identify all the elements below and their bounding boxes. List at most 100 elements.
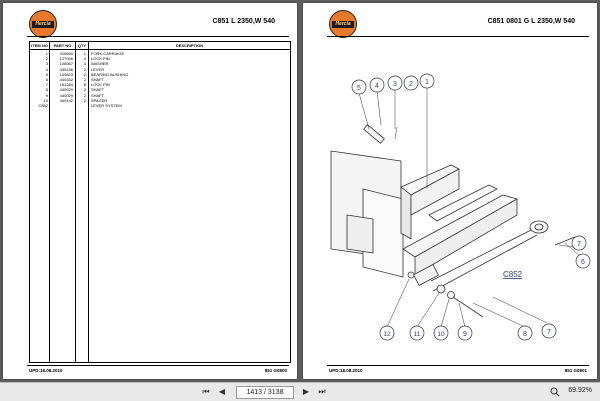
link-plate — [363, 124, 385, 144]
header-part-no: PART NO — [50, 42, 76, 49]
callout-5-label: 5 — [357, 85, 361, 92]
push-rod-upper — [430, 228, 534, 282]
page-number-input[interactable]: 1413 / 3138 — [236, 386, 294, 399]
cell-desc: LOCK PIN — [91, 82, 110, 88]
callout-6: 6 — [575, 253, 591, 269]
cell-qty: 4 — [83, 61, 86, 67]
cell-part: 440029 — [59, 92, 73, 98]
footer-date: UPD:18.08.2010 — [29, 368, 63, 373]
first-page-icon[interactable]: ⏮ — [202, 387, 210, 396]
cell-item: 10 — [43, 97, 48, 103]
callout-9-label: 9 — [463, 331, 467, 338]
callout-7a: 7 — [571, 235, 587, 251]
callout-8-label: 8 — [523, 331, 527, 338]
lock-pin — [407, 271, 415, 279]
zoom-icon[interactable] — [550, 387, 560, 397]
cell-desc: BEARING BUSHING — [91, 71, 129, 77]
footer-code: 851 G0800 — [264, 368, 287, 373]
lever-part — [413, 264, 439, 286]
cell-desc: SHAFT — [91, 92, 105, 98]
next-page-icon[interactable]: ▶ — [302, 387, 310, 396]
cell-desc: LEVER SYSTEM — [91, 102, 122, 108]
washer-part — [436, 284, 446, 294]
cell-desc: SHAFT — [91, 76, 105, 82]
fork-slot — [428, 184, 498, 222]
cell-item: 1 — [45, 51, 48, 56]
table-row: 9 440029 2 SHAFT — [30, 93, 290, 98]
cell-part: 440029 — [59, 87, 73, 93]
cell-qty: 2 — [83, 71, 86, 77]
cell-qty: 2 — [83, 66, 86, 72]
callout-4-label: 4 — [375, 83, 379, 90]
cell-item: 9 — [45, 92, 48, 98]
push-rod-lower — [432, 234, 538, 292]
cell-item: 6 — [45, 76, 48, 82]
roller-hub — [534, 223, 544, 231]
callout-7b: 7 — [541, 323, 557, 339]
brand-logo: Hercia — [29, 10, 57, 38]
callout-10: 10 — [433, 325, 449, 341]
page-left: Hercia C851 L 2350,W 540 ITEM NO PART NO… — [3, 3, 297, 379]
fork-right-face — [414, 198, 518, 276]
cell-item: 7 — [45, 82, 48, 88]
carriage-bracket — [346, 214, 374, 254]
callout-2: 2 — [403, 75, 419, 91]
header-item-no: ITEM NO — [30, 42, 50, 49]
cell-part: 108067 — [59, 61, 73, 67]
cell-desc: LEVER — [91, 66, 105, 72]
cell-part: 435156 — [59, 66, 73, 72]
cell-qty: 2 — [83, 76, 86, 82]
cell-item: C852 — [38, 102, 48, 108]
callout-5: 5 — [351, 79, 367, 95]
cell-desc: SPACER — [91, 97, 108, 103]
cell-qty: 2 — [83, 92, 86, 98]
page-title: C851 0801 G L 2350,W 540 — [487, 18, 575, 25]
header-rule — [327, 36, 589, 37]
shaft-part — [452, 296, 484, 318]
cell-part: 109823 — [59, 71, 73, 77]
cell-part: 161284 — [59, 82, 73, 88]
table-row: 3 108067 4 WASHER — [30, 61, 290, 66]
table-header: ITEM NO PART NO QTY DESCRIPTION — [30, 42, 290, 50]
logo-text: Hercia — [332, 21, 354, 28]
zoom-level[interactable]: 69.92% — [568, 387, 592, 394]
cell-desc: SHAFT — [91, 87, 105, 93]
callout-6-label: 6 — [581, 259, 585, 266]
cell-desc: WASHER — [91, 61, 109, 67]
callout-8: 8 — [517, 325, 533, 341]
cell-qty — [76, 103, 89, 108]
header-rule — [27, 36, 289, 37]
fork-left-side — [400, 186, 412, 240]
footer-code: 851 G0801 — [564, 368, 587, 373]
cell-item: 3 — [45, 61, 48, 67]
table-row: C852 LEVER SYSTEM — [30, 103, 290, 108]
callout-3: 3 — [387, 75, 403, 91]
callout-11: 11 — [409, 325, 425, 341]
cell-desc: LOCK PIN — [91, 56, 110, 62]
cell-part: 127096 — [59, 56, 73, 62]
fork-left-face — [410, 168, 460, 216]
callout-3-label: 3 — [393, 81, 397, 88]
prev-page-icon[interactable]: ◀ — [218, 387, 226, 396]
cell-qty: 1 — [83, 51, 86, 56]
footer-rule — [27, 365, 289, 366]
header-description: DESCRIPTION — [175, 43, 204, 48]
page-right: Hercia C851 0801 G L 2350,W 540 — [303, 3, 597, 379]
spacer-part — [447, 291, 455, 299]
callout-1-label: 1 — [425, 79, 429, 86]
footer-date: UPD:18.08.2010 — [329, 368, 363, 373]
callout-9: 9 — [457, 325, 473, 341]
cell-item: 2 — [45, 56, 48, 62]
cell-item: 5 — [45, 71, 48, 77]
footer-rule — [327, 365, 589, 366]
last-page-icon[interactable]: ⏭ — [318, 387, 326, 396]
